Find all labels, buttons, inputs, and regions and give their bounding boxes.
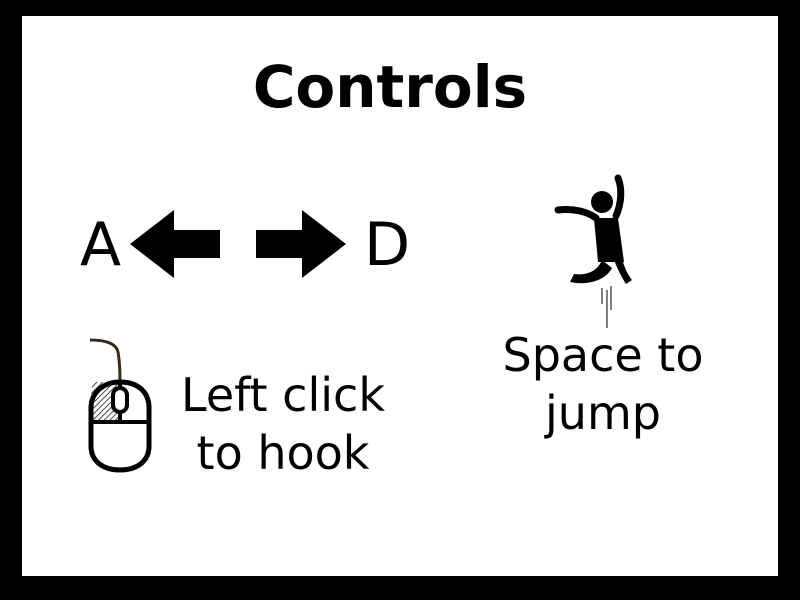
mouse-left-click-icon [88, 338, 152, 473]
hook-instruction: Left click to hook [168, 366, 398, 482]
key-d-label: D [364, 210, 411, 280]
jump-instruction-line-1: Space to [502, 328, 704, 382]
hook-instruction-line-2: to hook [196, 426, 370, 480]
arrow-right-icon [256, 210, 346, 278]
key-a-label: A [80, 210, 122, 280]
page-title: Controls [252, 53, 528, 121]
hook-instruction-line-1: Left click [181, 368, 385, 422]
arrow-left-icon [130, 210, 220, 278]
jump-instruction-line-2: jump [545, 386, 661, 440]
controls-panel [22, 16, 778, 576]
jump-instruction: Space to jump [468, 326, 738, 442]
jumping-person-icon [554, 174, 632, 328]
